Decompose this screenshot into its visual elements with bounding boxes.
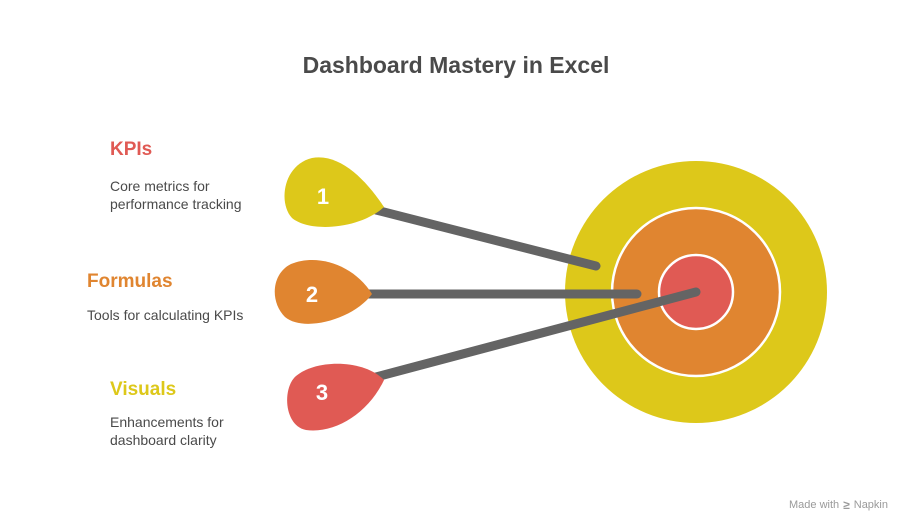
item-description-kpis: Core metrics for performance tracking [110, 178, 242, 212]
made-with-napkin-watermark: Made with ≥ Napkin [789, 498, 888, 512]
item-heading-kpis: KPIs [110, 139, 153, 160]
badge-1-shape [284, 157, 384, 227]
item-heading-formulas: Formulas [87, 271, 173, 292]
badge-3-shape [287, 363, 384, 431]
badge-2-shape [274, 259, 372, 324]
badge-3-number: 3 [316, 380, 328, 405]
watermark-brand: Napkin [853, 499, 888, 511]
item-description-visuals: Enhancements for dashboard clarity [110, 414, 224, 448]
target-inner-outline [657, 253, 735, 331]
badge-2-number: 2 [306, 282, 318, 307]
diagram-title: Dashboard Mastery in Excel [302, 52, 610, 78]
arrow-1 [371, 205, 601, 271]
watermark-prefix: Made with [789, 499, 840, 511]
item-description-formulas: Tools for calculating KPIs [87, 307, 244, 323]
arrow-3 [371, 287, 701, 382]
badge-1-number: 1 [317, 184, 329, 209]
napkin-logo-icon: ≥ [843, 498, 850, 512]
item-heading-visuals: Visuals [110, 379, 177, 400]
